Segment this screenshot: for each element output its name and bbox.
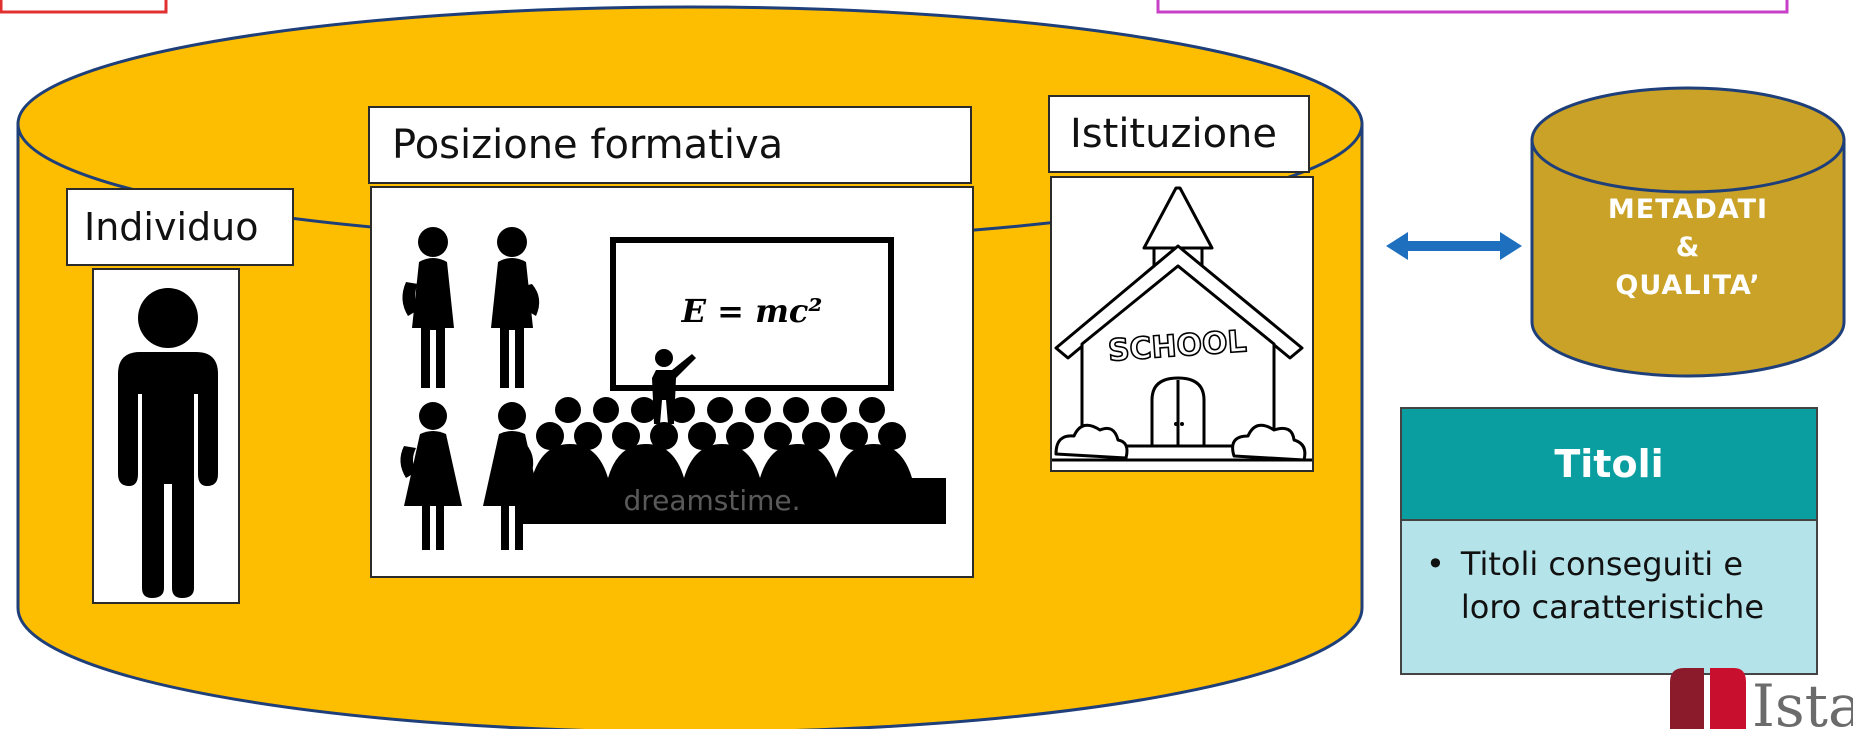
classroom-icon: E = mc² dreamstime. bbox=[400, 227, 946, 550]
metadati-line: METADATI bbox=[1607, 193, 1769, 225]
metadati-cylinder bbox=[1530, 86, 1846, 378]
person-illustration bbox=[92, 268, 240, 604]
person-icon bbox=[118, 288, 218, 598]
ampersand-line: & bbox=[1675, 231, 1701, 263]
titoli-title: Titoli bbox=[1402, 409, 1816, 521]
watermark-text: dreamstime. bbox=[623, 484, 800, 517]
bullet: • bbox=[1426, 545, 1445, 583]
titoli-card: Titoli • Titoli conseguiti e loro caratt… bbox=[1400, 407, 1818, 675]
school-icon: SCHOOL bbox=[1052, 186, 1312, 462]
posizione-formativa-label: Posizione formativa bbox=[368, 106, 972, 184]
metadati-qualita-label: METADATI & QUALITA’ bbox=[1528, 178, 1848, 318]
istat-logo-text: Istat bbox=[1752, 672, 1853, 729]
titoli-item-line2: loro caratteristiche bbox=[1460, 588, 1765, 627]
top-left-frame bbox=[0, 0, 168, 14]
bidirectional-arrow-icon bbox=[1386, 232, 1522, 260]
formula-text: E = mc² bbox=[681, 292, 823, 330]
classroom-illustration: E = mc² dreamstime. bbox=[370, 186, 974, 578]
istituzione-label: Istituzione bbox=[1048, 95, 1310, 173]
individuo-label: Individuo bbox=[66, 188, 294, 266]
titoli-item-line1: Titoli conseguiti e bbox=[1460, 545, 1743, 583]
titoli-list-item: • Titoli conseguiti e loro caratteristic… bbox=[1402, 521, 1816, 629]
qualita-line: QUALITA’ bbox=[1615, 270, 1761, 302]
top-right-frame bbox=[1156, 0, 1789, 14]
istat-logo: Istat bbox=[1670, 668, 1853, 729]
school-illustration: SCHOOL bbox=[1050, 176, 1314, 472]
